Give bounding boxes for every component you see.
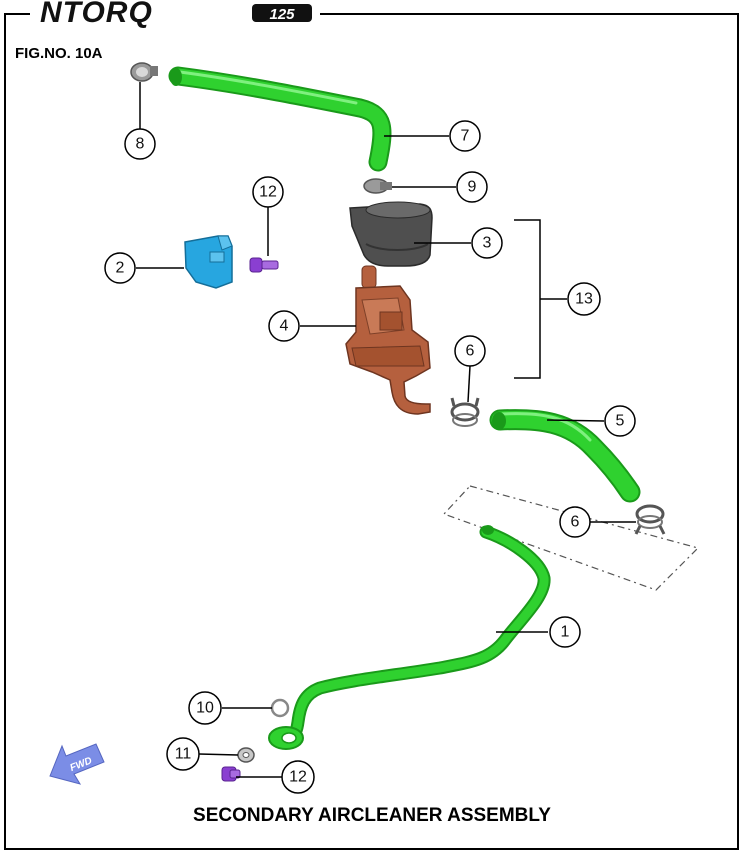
clamp-part-6-upper: [450, 397, 480, 427]
clamp-part-8: [130, 62, 158, 82]
callout-3: 3: [471, 227, 503, 259]
callout-13: 13: [567, 282, 601, 316]
dashed-group-box: [442, 485, 700, 591]
svg-text:6: 6: [571, 514, 580, 531]
svg-text:5: 5: [616, 413, 625, 430]
pipe-part-1: [268, 525, 551, 750]
svg-text:2: 2: [116, 260, 125, 277]
callout-10: 10: [188, 691, 222, 725]
svg-text:1: 1: [561, 624, 570, 641]
callout-9: 9: [456, 171, 488, 203]
washer-part-11: [237, 747, 255, 763]
group-bracket-13: [514, 219, 567, 379]
callout-1: 1: [549, 616, 581, 648]
svg-text:7: 7: [461, 128, 470, 145]
svg-text:4: 4: [280, 318, 289, 335]
bracket-part-2: [184, 235, 233, 289]
figure-caption: SECONDARY AIRCLEANER ASSEMBLY: [193, 805, 551, 826]
callout-8: 8: [124, 128, 156, 160]
ntorq-logo: NTORQ 125: [30, 0, 320, 29]
callout-6-lower: 6: [559, 506, 591, 538]
callout-11: 11: [166, 737, 200, 771]
svg-text:13: 13: [575, 291, 593, 308]
clamp-part-6-lower: [634, 504, 666, 535]
figure-number: FIG.NO. 10A: [15, 45, 103, 62]
callout-12-upper: 12: [252, 176, 284, 208]
hose-middle-part-5: [489, 409, 641, 503]
cover-part-3: [349, 201, 433, 267]
callout-12-lower: 12: [281, 760, 315, 794]
callout-2: 2: [104, 252, 136, 284]
svg-text:9: 9: [468, 179, 477, 196]
logo-text: NTORQ: [40, 0, 153, 29]
leader-lines: [136, 82, 636, 778]
valve-part-4: [345, 265, 431, 415]
callout-4: 4: [268, 310, 300, 342]
svg-text:6: 6: [466, 343, 475, 360]
clamp-part-9: [363, 178, 392, 194]
bolt-part-12-upper: [249, 257, 279, 273]
logo-suffix: 125: [269, 6, 295, 23]
svg-text:10: 10: [196, 700, 214, 717]
callout-6-upper: 6: [454, 335, 486, 367]
diagram-frame: [4, 13, 739, 850]
callout-7: 7: [449, 120, 481, 152]
fwd-arrow-icon: FWD: [49, 743, 105, 785]
svg-text:12: 12: [259, 184, 277, 201]
o-ring-part-10: [270, 698, 290, 718]
svg-text:8: 8: [136, 136, 145, 153]
hose-upper-part-7: [168, 66, 392, 172]
svg-text:11: 11: [175, 746, 192, 763]
bolt-part-12-lower: [221, 766, 241, 782]
svg-text:3: 3: [483, 235, 492, 252]
svg-text:12: 12: [289, 769, 307, 786]
callout-5: 5: [604, 405, 636, 437]
